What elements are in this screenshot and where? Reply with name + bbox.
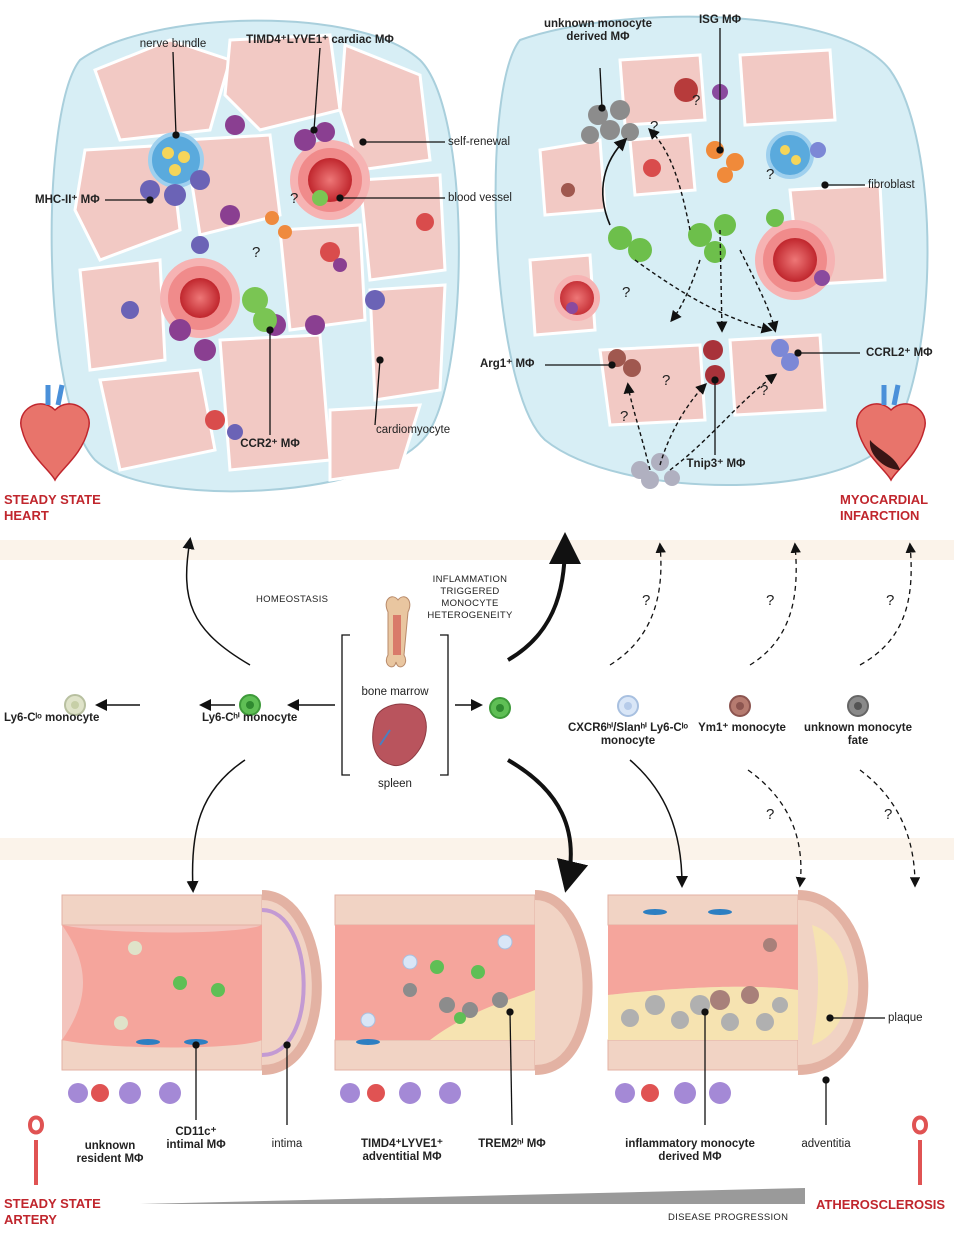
label-spleen: spleen	[378, 778, 412, 790]
heart-icon	[20, 384, 90, 482]
label-unknown-mono-derived: unknown monocyte derived MΦ	[544, 18, 652, 43]
question-mark: ?	[290, 190, 299, 207]
title-steady-artery: STEADY STATE ARTERY	[4, 1196, 101, 1227]
infarcted-heart-icon	[856, 384, 926, 482]
question-mark: ?	[766, 806, 775, 823]
question-mark: ?	[766, 166, 775, 183]
question-mark: ?	[884, 806, 893, 823]
label-intima: intima	[271, 1138, 303, 1150]
title-mi: MYOCARDIAL INFARCTION	[840, 492, 929, 523]
label-ly6c-hi: Ly6-Cʰⁱ monocyte	[202, 712, 298, 724]
artery-early	[334, 890, 593, 1104]
question-mark: ?	[760, 382, 769, 399]
artery-steady	[61, 890, 322, 1104]
label-mhc: MHC-II⁺ MΦ	[35, 194, 100, 206]
label-plaque: plaque	[888, 1012, 923, 1024]
label-ym1: Ym1⁺ monocyte	[698, 722, 786, 734]
label-cxcr6: CXCR6ʰⁱ/Slanʰⁱ Ly6-Cˡᵒ monocyte	[567, 722, 689, 747]
label-nerve-bundle: nerve bundle	[139, 38, 207, 50]
label-ly6c-lo: Ly6-Cˡᵒ monocyte	[4, 712, 100, 724]
monocyte-row	[64, 694, 869, 719]
bracket	[341, 634, 449, 776]
label-timd4-adv: TIMD4⁺LYVE1⁺ adventitial MΦ	[360, 1138, 444, 1163]
disease-progression-wedge	[140, 1188, 805, 1204]
label-self-renewal: self-renewal	[448, 136, 510, 148]
label-inflam-derived: inflammatory monocyte derived MΦ	[625, 1138, 755, 1163]
question-mark: ?	[662, 372, 671, 389]
bone-icon	[385, 596, 411, 668]
question-mark: ?	[692, 92, 701, 109]
question-mark: ?	[766, 592, 775, 609]
question-mark: ?	[622, 284, 631, 301]
label-ccrl2: CCRL2⁺ MΦ	[866, 347, 933, 359]
label-disease-progression: DISEASE PROGRESSION	[668, 1212, 789, 1223]
label-ccr2: CCR2⁺ MΦ	[240, 438, 300, 450]
label-unknown-fate: unknown monocyte fate	[804, 722, 912, 747]
artery-icon	[28, 1115, 45, 1185]
question-mark: ?	[252, 244, 261, 261]
label-cd11c: CD11c⁺ intimal MΦ	[166, 1126, 226, 1151]
title-atherosclerosis: ATHEROSCLEROSIS	[816, 1197, 946, 1212]
label-adventitia: adventitia	[801, 1138, 851, 1150]
label-unknown-resident: unknown resident MΦ	[76, 1140, 144, 1165]
spleen-icon	[372, 703, 427, 766]
steady-heart-tissue	[50, 19, 460, 493]
lower-band	[0, 838, 954, 860]
question-mark: ?	[620, 408, 629, 425]
artery-athero	[607, 890, 869, 1104]
label-tnip3: Tnip3⁺ MΦ	[686, 458, 746, 470]
label-isg: ISG MΦ	[698, 14, 742, 26]
label-trem2: TREM2ʰⁱ MΦ	[478, 1138, 546, 1150]
label-cardiomyocyte: cardiomyocyte	[376, 424, 451, 436]
label-arg1: Arg1⁺ MΦ	[480, 358, 535, 370]
question-mark: ?	[886, 592, 895, 609]
label-fibroblast: fibroblast	[868, 179, 915, 191]
label-inflammation: INFLAMMATION TRIGGERED MONOCYTE HETEROGE…	[427, 574, 513, 621]
label-blood-vessel: blood vessel	[448, 192, 512, 204]
mi-heart-tissue	[494, 15, 929, 489]
label-bone-marrow: bone marrow	[361, 686, 429, 698]
question-mark: ?	[642, 592, 651, 609]
label-homeostasis: HOMEOSTASIS	[256, 594, 329, 605]
middle-band	[0, 540, 954, 560]
diseased-artery-icon	[912, 1115, 929, 1185]
label-timd4-cardiac: TIMD4⁺LYVE1⁺ cardiac MΦ	[246, 34, 394, 46]
title-steady-heart: STEADY STATE HEART	[4, 492, 101, 523]
question-mark: ?	[650, 118, 659, 135]
